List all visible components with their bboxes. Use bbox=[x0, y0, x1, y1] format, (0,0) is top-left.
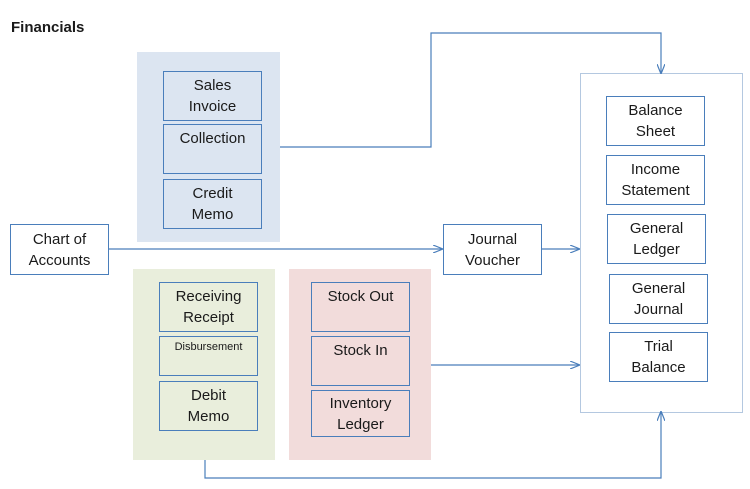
disbursement-label: Disbursement bbox=[174, 341, 243, 353]
debit-memo-box[interactable]: Debit Memo bbox=[159, 381, 258, 431]
collection-label: Collection bbox=[179, 130, 246, 147]
disbursement-box[interactable]: Disbursement bbox=[159, 336, 258, 376]
sales-invoice-box[interactable]: Sales Invoice bbox=[163, 71, 262, 121]
balance-sheet-box[interactable]: Balance Sheet bbox=[606, 96, 705, 146]
page-title: Financials bbox=[11, 19, 85, 36]
general-journal-box[interactable]: General Journal bbox=[609, 274, 708, 324]
income-statement-label: Income Statement bbox=[621, 161, 690, 199]
stock-in-box[interactable]: Stock In bbox=[311, 336, 410, 386]
stock-out-label: Stock Out bbox=[327, 288, 394, 305]
credit-memo-label: Credit Memo bbox=[191, 185, 234, 223]
receiving-receipt-box[interactable]: Receiving Receipt bbox=[159, 282, 258, 332]
general-journal-label: General Journal bbox=[631, 280, 686, 318]
balance-sheet-label: Balance Sheet bbox=[628, 102, 683, 140]
general-ledger-box[interactable]: General Ledger bbox=[607, 214, 706, 264]
general-ledger-label: General Ledger bbox=[629, 220, 684, 258]
inventory-ledger-label: Inventory Ledger bbox=[329, 394, 392, 433]
chart-of-accounts-label: Chart of Accounts bbox=[28, 230, 91, 269]
collection-box[interactable]: Collection bbox=[163, 124, 262, 174]
receiving-receipt-label: Receiving Receipt bbox=[175, 288, 242, 326]
journal-voucher-box[interactable]: Journal Voucher bbox=[443, 224, 542, 275]
debit-memo-label: Debit Memo bbox=[187, 387, 230, 425]
chart-of-accounts-box[interactable]: Chart of Accounts bbox=[10, 224, 109, 275]
stock-out-box[interactable]: Stock Out bbox=[311, 282, 410, 332]
trial-balance-box[interactable]: Trial Balance bbox=[609, 332, 708, 382]
inventory-ledger-box[interactable]: Inventory Ledger bbox=[311, 390, 410, 437]
stock-in-label: Stock In bbox=[333, 342, 388, 359]
income-statement-box[interactable]: Income Statement bbox=[606, 155, 705, 205]
credit-memo-box[interactable]: Credit Memo bbox=[163, 179, 262, 229]
sales-invoice-label: Sales Invoice bbox=[188, 77, 237, 115]
trial-balance-label: Trial Balance bbox=[631, 338, 686, 376]
journal-voucher-label: Journal Voucher bbox=[464, 230, 521, 269]
